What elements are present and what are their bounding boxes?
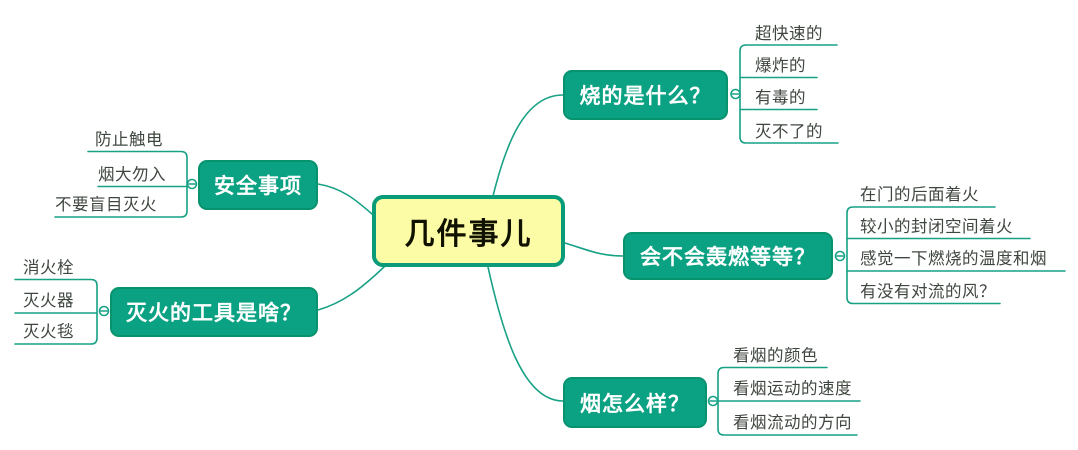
leaf-convection-wind[interactable]: 有没有对流的风？ [860,283,996,301]
leaf-smoke-color[interactable]: 看烟的颜色 [733,347,818,365]
leaf-no-blind-firefighting[interactable]: 不要盲目灭火 [55,196,157,214]
leaf-super-fast[interactable]: 超快速的 [755,25,823,43]
leaf-small-enclosed-space[interactable]: 较小的封闭空间着火 [860,218,1013,236]
curve-root-to-smoke [487,266,564,402]
bracket-tools [14,278,98,345]
leaf-unextinguishable[interactable]: 灭不了的 [755,123,823,141]
leaf-fire-extinguisher[interactable]: 灭火器 [23,292,74,310]
leaf-explosive[interactable]: 爆炸的 [755,57,806,75]
central-topic[interactable]: 几件事儿 [372,195,565,267]
collapse-handle-safety[interactable] [186,178,198,190]
leaf-fire-behind-door[interactable]: 在门的后面着火 [860,186,979,204]
node-safety[interactable]: 安全事项 [198,160,318,210]
collapse-handle-burning[interactable] [730,88,741,100]
collapse-handle-smoke[interactable] [707,395,719,407]
leaf-smoke-direction[interactable]: 看烟流动的方向 [733,414,852,432]
bracket-flashover [846,206,1066,305]
leaf-feel-temperature-smoke[interactable]: 感觉一下燃烧的温度和烟 [860,250,1047,268]
leaf-fire-hydrant[interactable]: 消火栓 [23,259,74,277]
curve-root-to-safety [317,183,373,215]
leaf-toxic[interactable]: 有毒的 [755,89,806,107]
curve-root-to-tools [317,265,386,311]
leaf-heavy-smoke-no-entry[interactable]: 烟大勿入 [98,166,166,184]
leaf-prevent-electric-shock[interactable]: 防止触电 [95,131,163,149]
node-flashover[interactable]: 会不会轰燃等等？ [623,232,833,280]
curve-root-to-flashover [564,242,624,257]
node-smoke[interactable]: 烟怎么样？ [563,377,707,428]
collapse-handle-tools[interactable] [98,305,110,317]
node-what-is-burning[interactable]: 烧的是什么？ [563,70,728,120]
leaf-fire-blanket[interactable]: 灭火毯 [23,323,74,341]
curve-root-to-burning [492,94,564,197]
leaf-smoke-speed[interactable]: 看烟运动的速度 [733,380,852,398]
node-tools[interactable]: 灭火的工具是啥？ [110,287,318,337]
collapse-handle-flashover[interactable] [834,250,846,262]
